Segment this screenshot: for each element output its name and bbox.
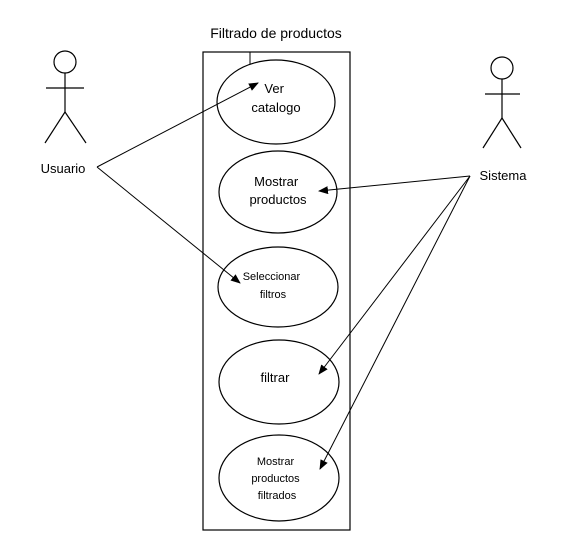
use-case-mostrar-productos[interactable]: Mostrar productos — [218, 150, 338, 234]
system-boundary — [202, 51, 351, 531]
actor-label-usuario: Usuario — [41, 161, 86, 176]
use-case-label: Ver — [264, 81, 284, 96]
svg-text:Seleccionar filtros: Seleccionar filtros — [243, 271, 304, 301]
use-case-seleccionar-filtros[interactable]: Seleccionar filtros — [217, 246, 339, 328]
svg-text:Mostrar productos: Mostrar productos filtrados — [251, 456, 302, 502]
use-case-mostrar-productos-filtrados[interactable]: Mostrar productos filtrados — [218, 434, 340, 522]
association-arrow — [96, 166, 241, 284]
actor-label-sistema: Sistema — [480, 168, 528, 183]
association-arrow — [96, 82, 259, 168]
svg-text:filtrar: filtrar — [261, 370, 291, 385]
use-case-ver-catalogo[interactable]: Ver catalogo — [216, 59, 336, 145]
stick-figure-icon — [44, 50, 87, 144]
association-arrow — [318, 175, 471, 195]
actor-sistema: Sistema — [480, 56, 528, 183]
use-case-label: filtrar — [261, 370, 291, 385]
association-arrow — [319, 175, 471, 470]
actor-usuario: Usuario — [41, 50, 87, 176]
association-arrow — [318, 175, 471, 375]
system-title: Filtrado de productos — [210, 25, 342, 41]
use-case-label: productos — [251, 473, 300, 485]
use-case-label: filtrados — [258, 490, 297, 502]
use-case-label: Mostrar — [254, 174, 299, 189]
use-case-label: filtros — [260, 289, 287, 301]
use-case-label: productos — [249, 192, 307, 207]
use-case-label: Mostrar — [257, 456, 295, 468]
svg-text:Ver catalogo: Ver catalogo — [251, 81, 300, 115]
use-case-label: Seleccionar — [243, 271, 301, 283]
use-case-filtrar[interactable]: filtrar — [218, 339, 340, 425]
stick-figure-icon — [482, 56, 522, 149]
use-case-label: catalogo — [251, 100, 300, 115]
svg-text:Mostrar productos: Mostrar productos — [249, 174, 307, 207]
